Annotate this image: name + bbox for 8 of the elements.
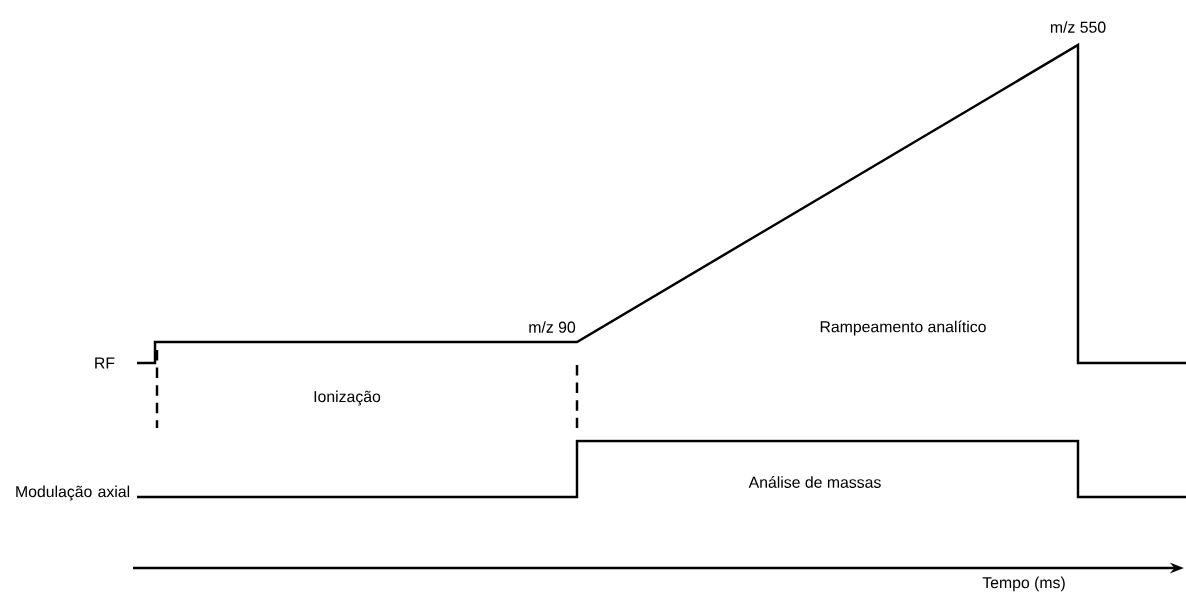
label: RF	[95, 357, 115, 369]
label: Ionização	[314, 390, 381, 406]
label: Rampeamento analítico	[820, 320, 986, 336]
label: Análise de massas	[748, 476, 881, 488]
label: m/z 90	[529, 321, 576, 333]
label: Modulação axial	[16, 485, 130, 501]
label: Tempo (ms)	[982, 576, 1065, 592]
label: m/z 550	[1050, 21, 1106, 33]
